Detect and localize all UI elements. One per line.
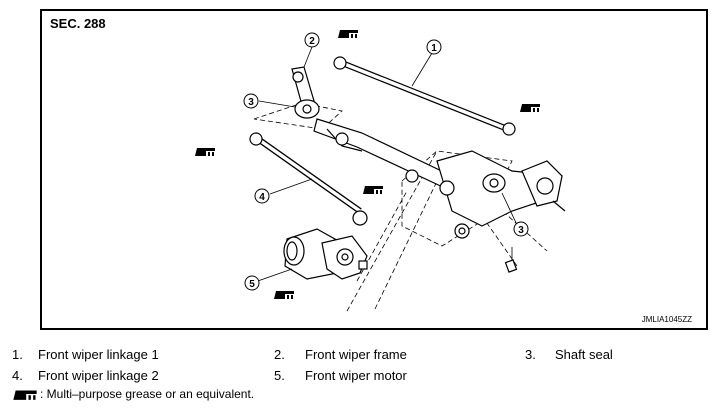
linkage-2-end-b xyxy=(352,210,368,226)
dashed-outline-frame xyxy=(253,102,343,130)
legend-num-2: 2. xyxy=(274,347,285,362)
callout-3-left: 3 xyxy=(248,97,254,108)
grease-icon xyxy=(362,183,384,195)
wiper-linkage-diagram: 1 2 3 3 4 5 xyxy=(194,27,566,312)
grease-icon xyxy=(273,288,295,300)
section-label: SEC. 288 xyxy=(50,16,106,31)
grease-legend: : Multi–purpose grease or an equivalent. xyxy=(12,387,254,401)
grease-icon xyxy=(194,145,216,157)
linkage-1-end-a xyxy=(333,56,347,70)
callout-4: 4 xyxy=(259,192,265,203)
grease-icon xyxy=(337,27,359,39)
legend-num-1: 1. xyxy=(12,347,23,362)
legend-label-5: Front wiper motor xyxy=(305,368,407,383)
legend-label-2: Front wiper frame xyxy=(305,347,407,362)
linkage-2-end-a xyxy=(249,132,263,146)
linkage-1-end-b xyxy=(502,122,516,136)
callout-5: 5 xyxy=(249,279,255,290)
grease-note: : Multi–purpose grease or an equivalent. xyxy=(40,387,255,401)
callout-3-right: 3 xyxy=(518,225,524,236)
legend-num-4: 4. xyxy=(12,368,23,383)
legend-label-1: Front wiper linkage 1 xyxy=(38,347,159,362)
legend-num-5: 5. xyxy=(274,368,285,383)
dashed-line-2 xyxy=(374,170,443,310)
legend-num-3: 3. xyxy=(525,347,536,362)
frame-bolt xyxy=(504,259,518,273)
grease-icon xyxy=(13,390,37,400)
callout-2: 2 xyxy=(309,36,315,47)
legend-label-4: Front wiper linkage 2 xyxy=(38,368,159,383)
callout-1: 1 xyxy=(431,43,437,54)
image-code: JMLIA1045ZZ xyxy=(641,315,692,324)
legend-label-3: Shaft seal xyxy=(555,347,613,362)
diagram-frame: SEC. 288 xyxy=(40,9,708,330)
dashed-line-5 xyxy=(481,215,518,267)
grease-icon xyxy=(519,101,541,113)
